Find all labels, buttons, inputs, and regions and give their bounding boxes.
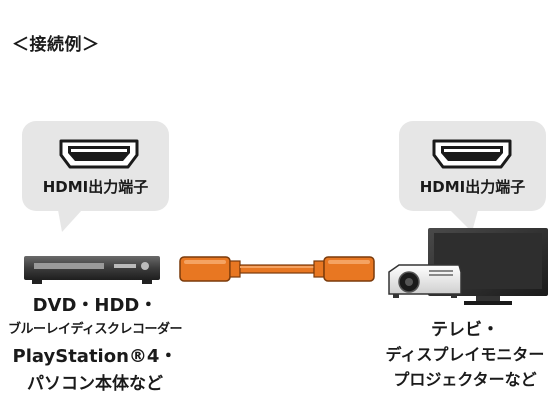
left-device-line-4: パソコン本体など	[27, 374, 163, 394]
hdmi-cable-icon	[179, 256, 375, 282]
hdmi-port-icon	[432, 139, 512, 169]
hdmi-port-icon	[59, 139, 139, 169]
right-device-line-3: プロジェクターなど	[393, 370, 537, 389]
page-title: ＜接続例＞	[12, 35, 100, 55]
tv-monitor-icon	[428, 228, 548, 305]
projector-icon	[388, 264, 462, 298]
dvd-player-icon	[24, 256, 160, 284]
left-port-label: HDMI出力端子	[42, 178, 149, 196]
left-bubble-tail	[58, 210, 82, 232]
right-device-line-2: ディスプレイモニター	[385, 345, 545, 364]
right-port-label: HDMI出力端子	[419, 178, 526, 196]
left-device-line-1: DVD・HDD・	[32, 295, 158, 316]
left-device-line-3: PlayStation®4・	[12, 346, 178, 367]
right-bubble-tail	[450, 210, 478, 232]
left-device-line-2: ブルーレイディスクレコーダー	[7, 322, 183, 337]
right-device-line-1: テレビ・	[431, 320, 499, 340]
